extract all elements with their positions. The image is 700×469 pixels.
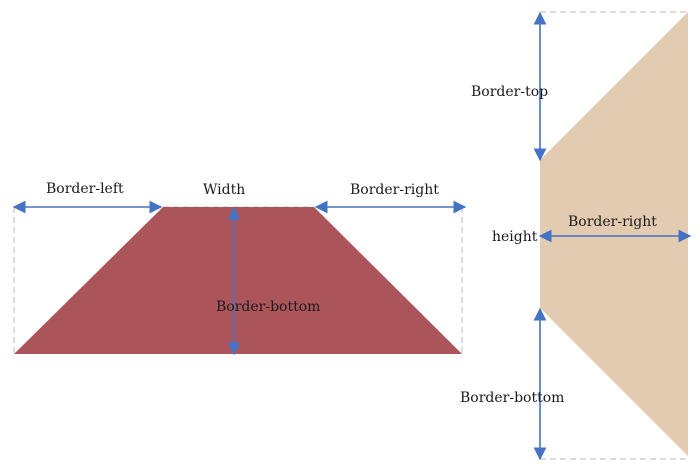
height-label: height — [492, 229, 538, 245]
left-trapezoid-diagram: Border-left Width Border-right Border-bo… — [12, 181, 467, 356]
border-bottom-label-right: Border-bottom — [460, 390, 564, 406]
right-wedge-diagram: Border-top height Border-right Border-bo… — [460, 11, 692, 461]
width-label: Width — [203, 182, 245, 198]
border-top-label: Border-top — [471, 84, 548, 100]
border-left-label: Border-left — [46, 181, 124, 197]
trapezoid-shape — [14, 207, 462, 354]
border-bottom-label: Border-bottom — [216, 299, 320, 315]
border-right-label-right: Border-right — [568, 214, 657, 230]
border-right-label: Border-right — [350, 182, 439, 198]
